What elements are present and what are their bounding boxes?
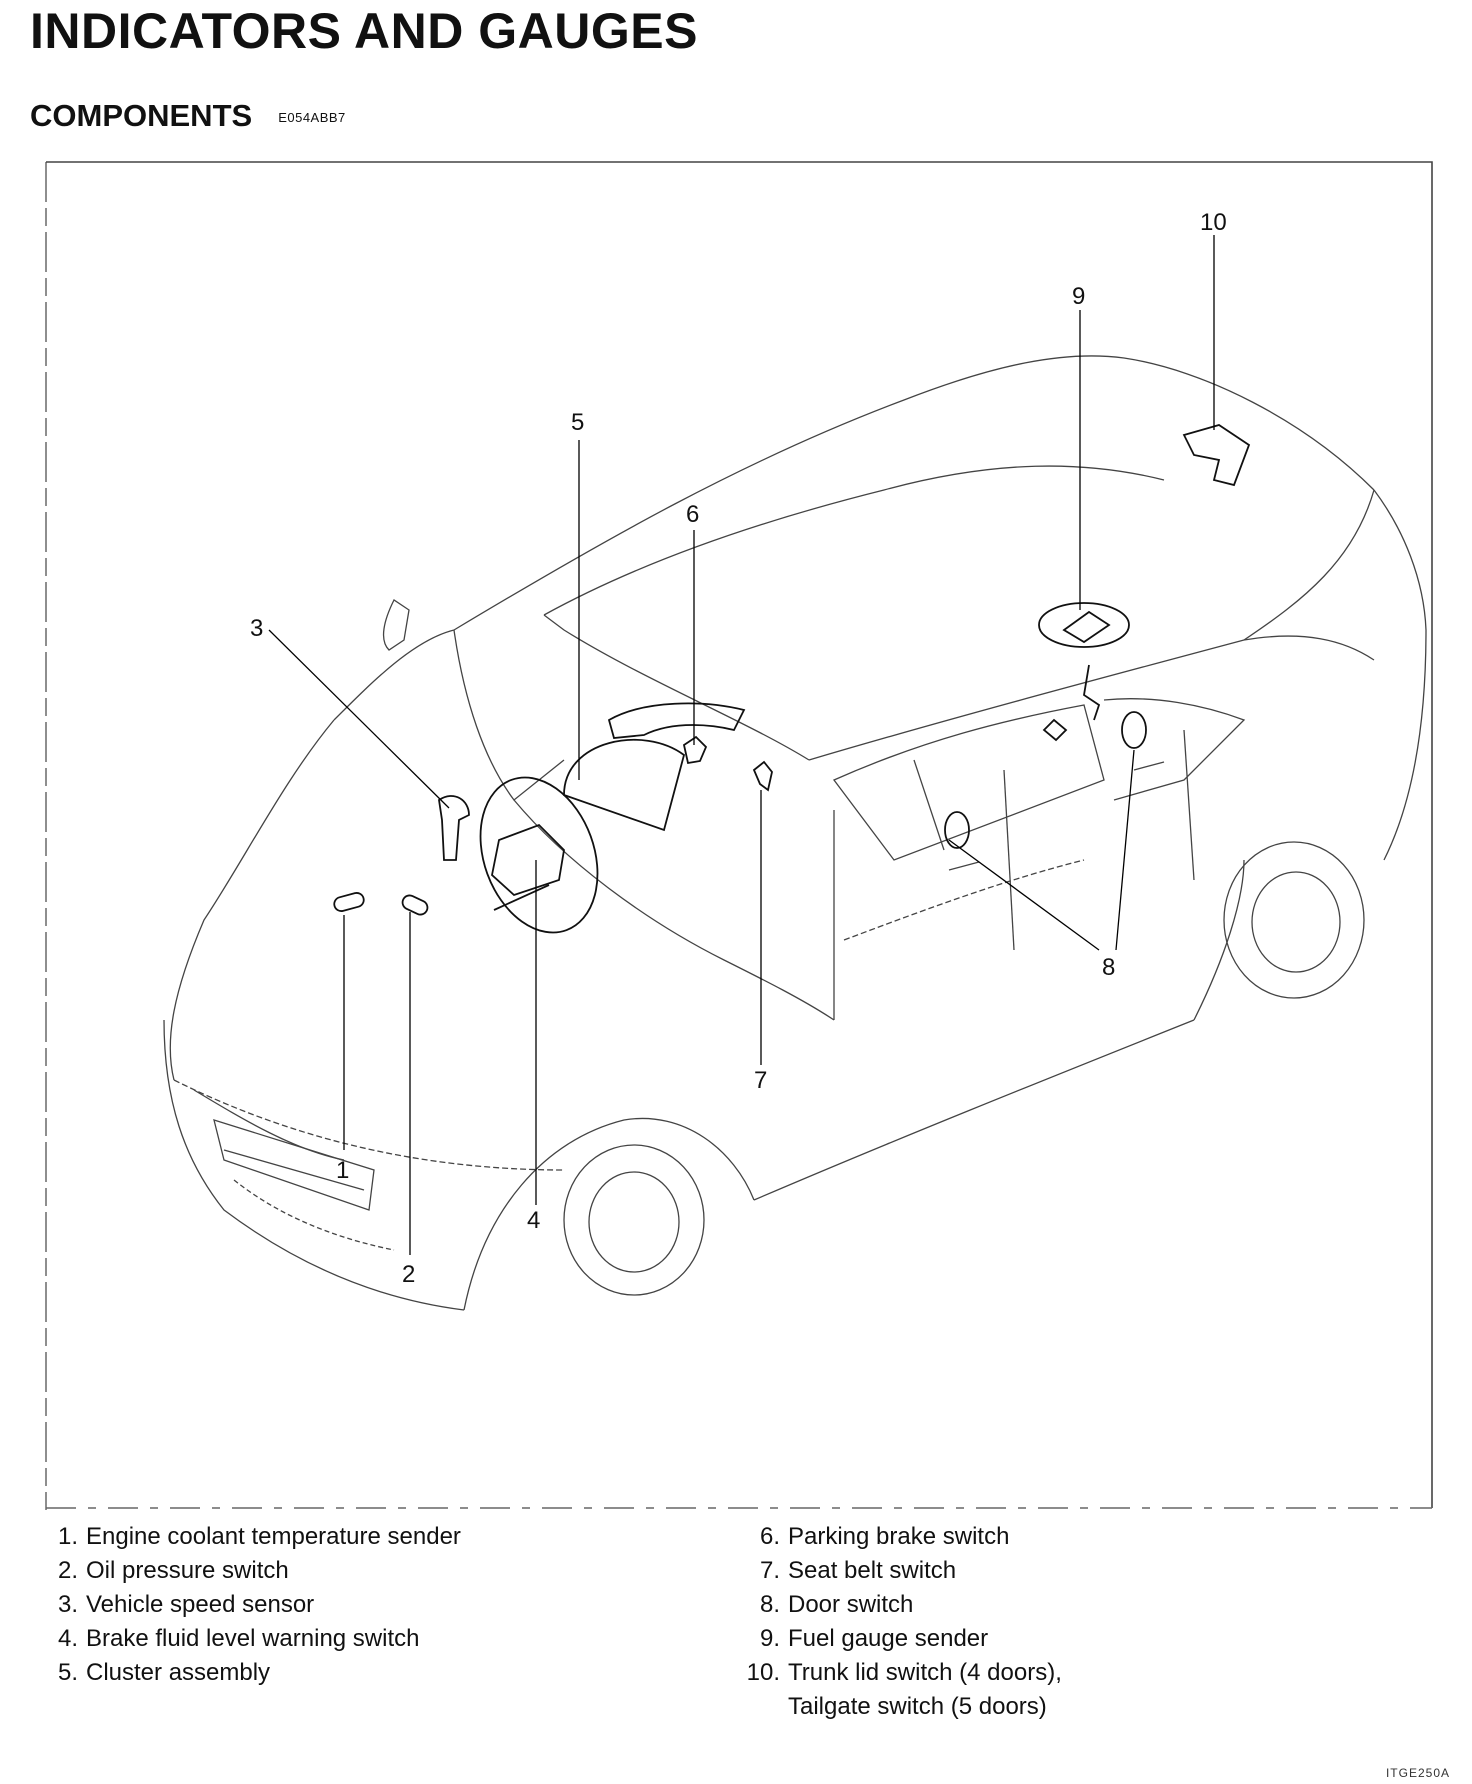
cluster-shape bbox=[563, 738, 686, 832]
leader-lines bbox=[268, 235, 1215, 1255]
parking-brake-shape bbox=[607, 702, 746, 739]
legend-text: Tailgate switch (5 doors) bbox=[788, 1693, 1047, 1720]
legend-text: Brake fluid level warning switch bbox=[86, 1625, 420, 1652]
frame-border bbox=[46, 161, 1433, 1508]
section-title: COMPONENTS bbox=[30, 98, 253, 133]
legend-num: 2. bbox=[57, 1557, 78, 1584]
legend-item: 1. Engine coolant temperature sender bbox=[38, 1520, 461, 1554]
legend-num: 10. bbox=[746, 1659, 780, 1686]
legend-num: 9. bbox=[759, 1625, 780, 1652]
legend-num: 8. bbox=[759, 1591, 780, 1618]
legend-item: 7. Seat belt switch bbox=[740, 1554, 1062, 1588]
callout-10: 10 bbox=[1200, 209, 1227, 236]
section-heading: COMPONENTS E054ABB7 bbox=[30, 98, 346, 134]
legend-num: 4. bbox=[57, 1625, 78, 1652]
legend-item-continuation: Tailgate switch (5 doors) bbox=[740, 1690, 1062, 1724]
legend-item: 3. Vehicle speed sensor bbox=[38, 1588, 461, 1622]
legend-item: 6. Parking brake switch bbox=[740, 1520, 1062, 1554]
brake-reservoir-shape bbox=[491, 823, 565, 897]
legend-num: 7. bbox=[759, 1557, 780, 1584]
section-code: E054ABB7 bbox=[278, 110, 346, 126]
callout-4: 4 bbox=[527, 1207, 540, 1234]
fuel-wire bbox=[1083, 664, 1101, 721]
seatbelt-switch-shape bbox=[752, 760, 773, 792]
vehicle-component-diagram: 1 2 3 4 5 6 7 8 9 10 bbox=[45, 161, 1433, 1510]
coolant-sender-shape bbox=[333, 892, 365, 912]
legend-item: 10. Trunk lid switch (4 doors), bbox=[740, 1656, 1062, 1690]
fuel-sender-circle bbox=[1038, 602, 1130, 648]
legend-item: 9. Fuel gauge sender bbox=[740, 1622, 1062, 1656]
oil-switch-shape bbox=[401, 894, 429, 916]
legend-item: 8. Door switch bbox=[740, 1588, 1062, 1622]
legend-item: 4. Brake fluid level warning switch bbox=[38, 1622, 461, 1656]
figure-code: ITGE250A bbox=[1385, 1766, 1450, 1780]
legend-item: 2. Oil pressure switch bbox=[38, 1554, 461, 1588]
door-switch-rear-shape bbox=[1121, 711, 1147, 749]
component-shapes bbox=[333, 424, 1251, 934]
callout-2: 2 bbox=[402, 1261, 415, 1288]
legend-text: Engine coolant temperature sender bbox=[86, 1523, 461, 1550]
callout-6: 6 bbox=[686, 501, 699, 528]
legend-text: Seat belt switch bbox=[788, 1557, 957, 1584]
legend-left: 1. Engine coolant temperature sender 2. Oi… bbox=[38, 1520, 461, 1690]
legend-num: 3. bbox=[57, 1591, 78, 1618]
callout-8: 8 bbox=[1102, 954, 1115, 981]
legend-right: 6. Parking brake switch 7. Seat belt switc… bbox=[740, 1520, 1062, 1724]
legend-item: 5. Cluster assembly bbox=[38, 1656, 461, 1690]
speed-sensor-shape bbox=[438, 795, 470, 861]
callout-5: 5 bbox=[571, 409, 584, 436]
door-switch-front-shape bbox=[944, 811, 970, 849]
legend-text: Fuel gauge sender bbox=[788, 1625, 989, 1652]
legend-text: Cluster assembly bbox=[86, 1659, 271, 1686]
callout-labels: 1 2 3 4 5 6 7 8 9 10 bbox=[250, 209, 1227, 1288]
callout-3: 3 bbox=[250, 615, 263, 642]
legend-text: Trunk lid switch (4 doors), bbox=[788, 1659, 1062, 1686]
legend-text: Oil pressure switch bbox=[86, 1557, 289, 1584]
trunk-switch-shape bbox=[1182, 424, 1251, 487]
callout-7: 7 bbox=[754, 1067, 767, 1094]
page-title: INDICATORS AND GAUGES bbox=[30, 3, 698, 59]
callout-1: 1 bbox=[336, 1157, 349, 1184]
legend-text: Parking brake switch bbox=[788, 1523, 1010, 1550]
car-body bbox=[163, 355, 1427, 1311]
legend-text: Vehicle speed sensor bbox=[86, 1591, 315, 1618]
legend-num: 1. bbox=[57, 1523, 78, 1550]
brake-circle bbox=[479, 776, 599, 934]
legend-text: Door switch bbox=[788, 1591, 914, 1618]
legend-num: 6. bbox=[759, 1523, 780, 1550]
legend-num: 5. bbox=[57, 1659, 78, 1686]
diagram-frame: 1 2 3 4 5 6 7 8 9 10 bbox=[44, 160, 1434, 1510]
callout-9: 9 bbox=[1072, 283, 1085, 310]
